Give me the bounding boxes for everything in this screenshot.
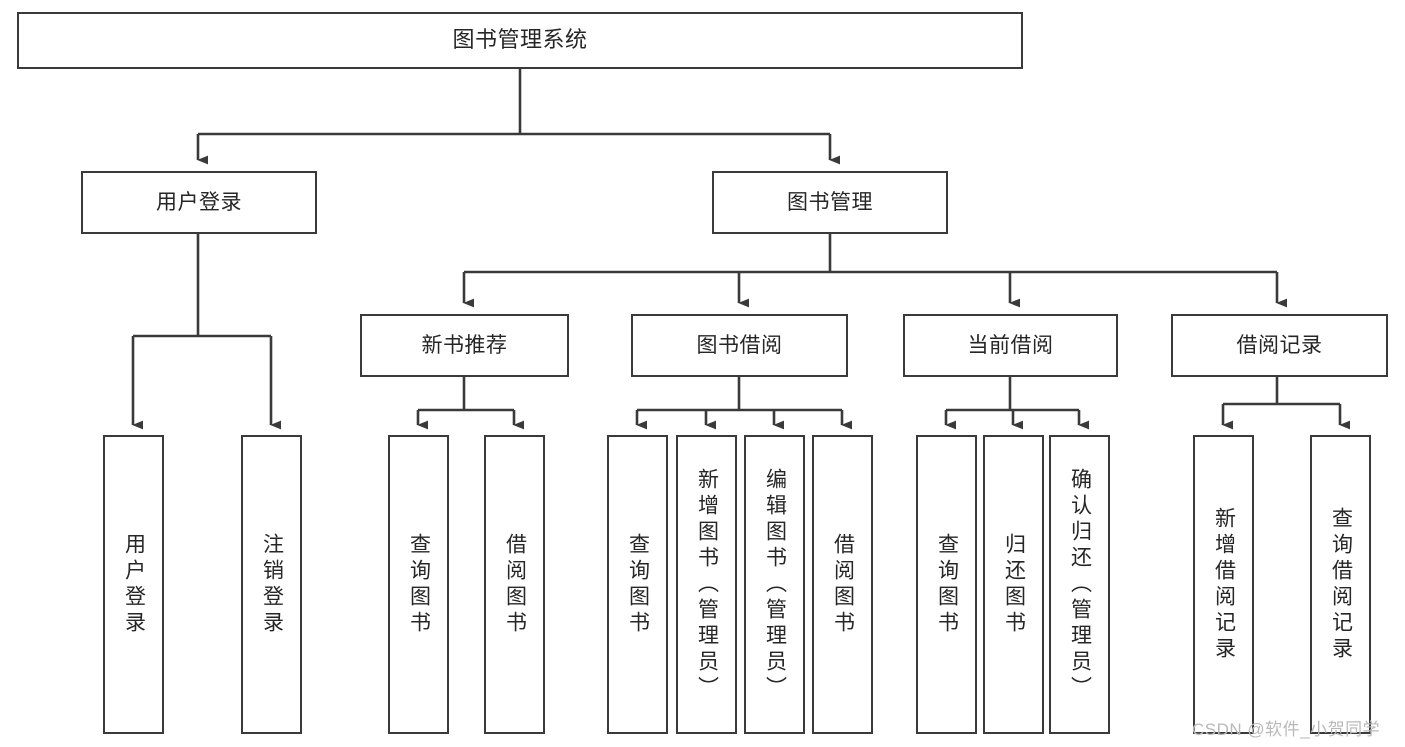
- node-label: 查询图书: [407, 532, 431, 637]
- node-leaf-user-login[interactable]: 用户登录: [103, 435, 164, 734]
- node-label: 借阅图书: [503, 532, 527, 637]
- node-leaf-edit-book-admin[interactable]: 编辑图书（管理员）: [744, 435, 805, 734]
- node-borrow-record[interactable]: 借阅记录: [1171, 314, 1388, 377]
- node-leaf-user-logout[interactable]: 注销登录: [241, 435, 302, 734]
- node-label: 新增图书（管理员）: [695, 467, 719, 702]
- node-new-book-recommend[interactable]: 新书推荐: [360, 314, 569, 377]
- node-label: 注销登录: [260, 532, 284, 637]
- node-label: 用户登录: [156, 190, 242, 214]
- node-label: 借阅图书: [831, 532, 855, 637]
- node-leaf-borrow-book[interactable]: 借阅图书: [812, 435, 873, 734]
- node-label: 查询借阅记录: [1329, 506, 1353, 663]
- node-leaf-borrow-book-recommend[interactable]: 借阅图书: [484, 435, 545, 734]
- node-user-login[interactable]: 用户登录: [81, 171, 317, 234]
- node-leaf-query-borrow-record[interactable]: 查询借阅记录: [1310, 435, 1371, 734]
- node-root-book-management-system[interactable]: 图书管理系统: [17, 12, 1023, 69]
- node-leaf-query-book-current[interactable]: 查询图书: [916, 435, 977, 734]
- node-label: 图书借阅: [696, 333, 783, 357]
- csdn-watermark: CSDN @软件_小贺同学: [1192, 720, 1381, 739]
- node-book-borrow[interactable]: 图书借阅: [631, 314, 848, 377]
- node-leaf-add-book-admin[interactable]: 新增图书（管理员）: [676, 435, 737, 734]
- node-label: 确认归还（管理员）: [1068, 467, 1092, 702]
- node-current-borrow[interactable]: 当前借阅: [903, 314, 1118, 377]
- node-label: 图书管理: [787, 190, 873, 214]
- node-label: 查询图书: [626, 532, 650, 637]
- node-label: 编辑图书（管理员）: [763, 467, 787, 702]
- node-label: 查询图书: [935, 532, 959, 637]
- node-leaf-confirm-return-admin[interactable]: 确认归还（管理员）: [1049, 435, 1110, 734]
- node-leaf-add-borrow-record[interactable]: 新增借阅记录: [1193, 435, 1254, 734]
- node-leaf-query-book-recommend[interactable]: 查询图书: [388, 435, 449, 734]
- node-label: 图书管理系统: [452, 27, 588, 53]
- node-label: 借阅记录: [1236, 333, 1323, 357]
- node-leaf-query-book-borrow[interactable]: 查询图书: [607, 435, 668, 734]
- node-label: 新书推荐: [421, 333, 508, 357]
- node-leaf-return-book[interactable]: 归还图书: [983, 435, 1044, 734]
- node-label: 归还图书: [1002, 532, 1026, 637]
- node-label: 新增借阅记录: [1212, 506, 1236, 663]
- node-label: 当前借阅: [967, 333, 1054, 357]
- node-label: 用户登录: [122, 532, 146, 637]
- node-book-manage[interactable]: 图书管理: [712, 171, 948, 234]
